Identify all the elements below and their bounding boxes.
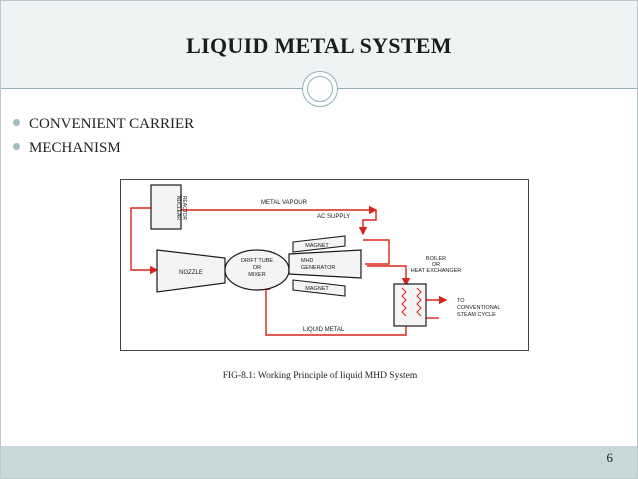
mhd-generator: MHD GENERATOR [288, 249, 362, 279]
drift-tube: DRIFT TUBE OR MIXER [224, 249, 290, 291]
steam-label: CONVENTIONAL [457, 305, 500, 311]
boiler-label: BOILER [426, 256, 446, 262]
bullet-text: CONVENIENT CARRIER [29, 116, 195, 132]
drift-label: MIXER [248, 272, 265, 278]
reactor-label: REACTOR [181, 196, 187, 221]
nozzle: NOZZLE [156, 249, 226, 293]
steam-label: TO [457, 298, 465, 304]
bullet-dot-icon [13, 119, 20, 126]
circle-ornament-icon [302, 71, 338, 107]
figure-caption: FIG-8.1: Working Principle of liquid MHD… [222, 371, 418, 381]
diagram-svg: NUCLEAR REACTOR METAL VAPOUR AC SUPPLY N… [130, 184, 500, 336]
footer-band [1, 446, 637, 478]
mhd-label: GENERATOR [301, 265, 335, 271]
liquid-metal-label: LIQUID METAL [303, 327, 345, 333]
magnet-label: MAGNET [305, 286, 329, 292]
nuclear-reactor: NUCLEAR REACTOR [150, 184, 187, 230]
slide-title: LIQUID METAL SYSTEM [186, 33, 452, 58]
magnet-bottom: MAGNET [292, 279, 346, 297]
mhd-system-diagram: NUCLEAR REACTOR METAL VAPOUR AC SUPPLY N… [120, 179, 529, 351]
drift-label: DRIFT TUBE [241, 258, 274, 264]
boiler-label: HEAT EXCHANGER [411, 268, 462, 274]
bullet-dot-icon [13, 143, 20, 150]
drift-label: OR [253, 265, 261, 271]
bullet-item: MECHANISM [13, 139, 194, 163]
mhd-label: MHD [301, 258, 314, 264]
boiler-label: OR [432, 262, 440, 268]
metal-vapour-label: METAL VAPOUR [261, 200, 308, 206]
steam-label: STEAM CYCLE [457, 312, 496, 318]
reactor-label: NUCLEAR [175, 196, 181, 220]
magnet-top: MAGNET [292, 235, 346, 253]
ac-supply-label: AC SUPPLY [317, 214, 350, 220]
boiler: BOILER OR HEAT EXCHANGER [393, 256, 462, 327]
nozzle-label: NOZZLE [179, 270, 203, 276]
bullet-text: MECHANISM [29, 140, 121, 156]
bullet-item: CONVENIENT CARRIER [13, 115, 194, 139]
page-number: 6 [606, 450, 614, 465]
magnet-label: MAGNET [305, 243, 329, 249]
bullet-list: CONVENIENT CARRIER MECHANISM [13, 115, 194, 163]
